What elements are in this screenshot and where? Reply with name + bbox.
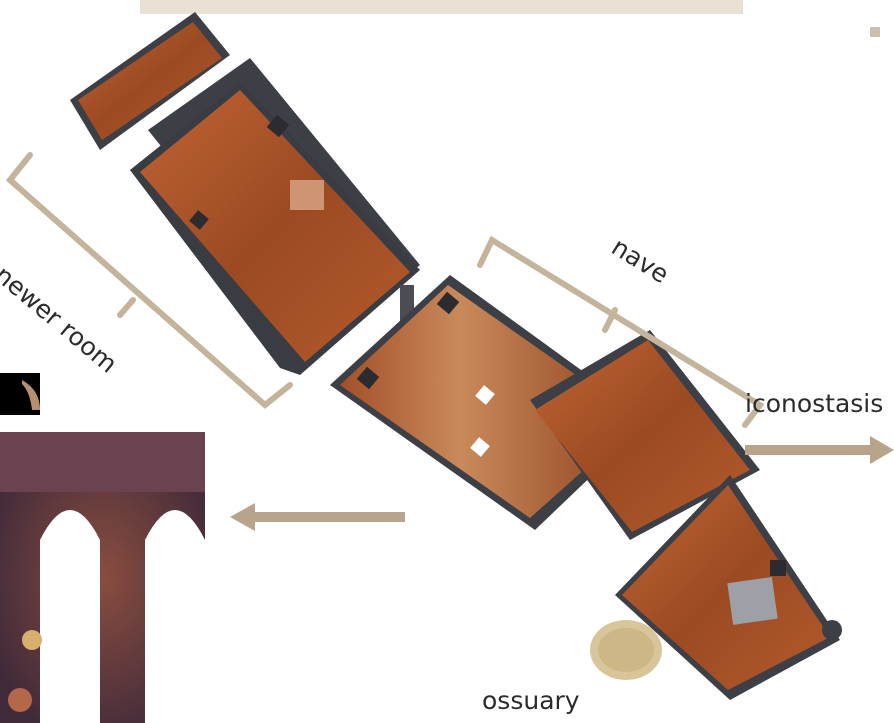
nave-model	[330, 275, 760, 540]
iconostasis-label: iconostasis	[745, 389, 883, 418]
ossuary-label: ossuary	[482, 686, 580, 715]
bullet-marker	[870, 27, 880, 37]
newer-room-model	[70, 12, 420, 375]
left-arrow	[230, 503, 405, 531]
ossuary-model	[590, 620, 662, 680]
title-bar	[140, 0, 743, 14]
right-arrow	[745, 436, 894, 464]
iconostasis-photo	[0, 373, 205, 723]
